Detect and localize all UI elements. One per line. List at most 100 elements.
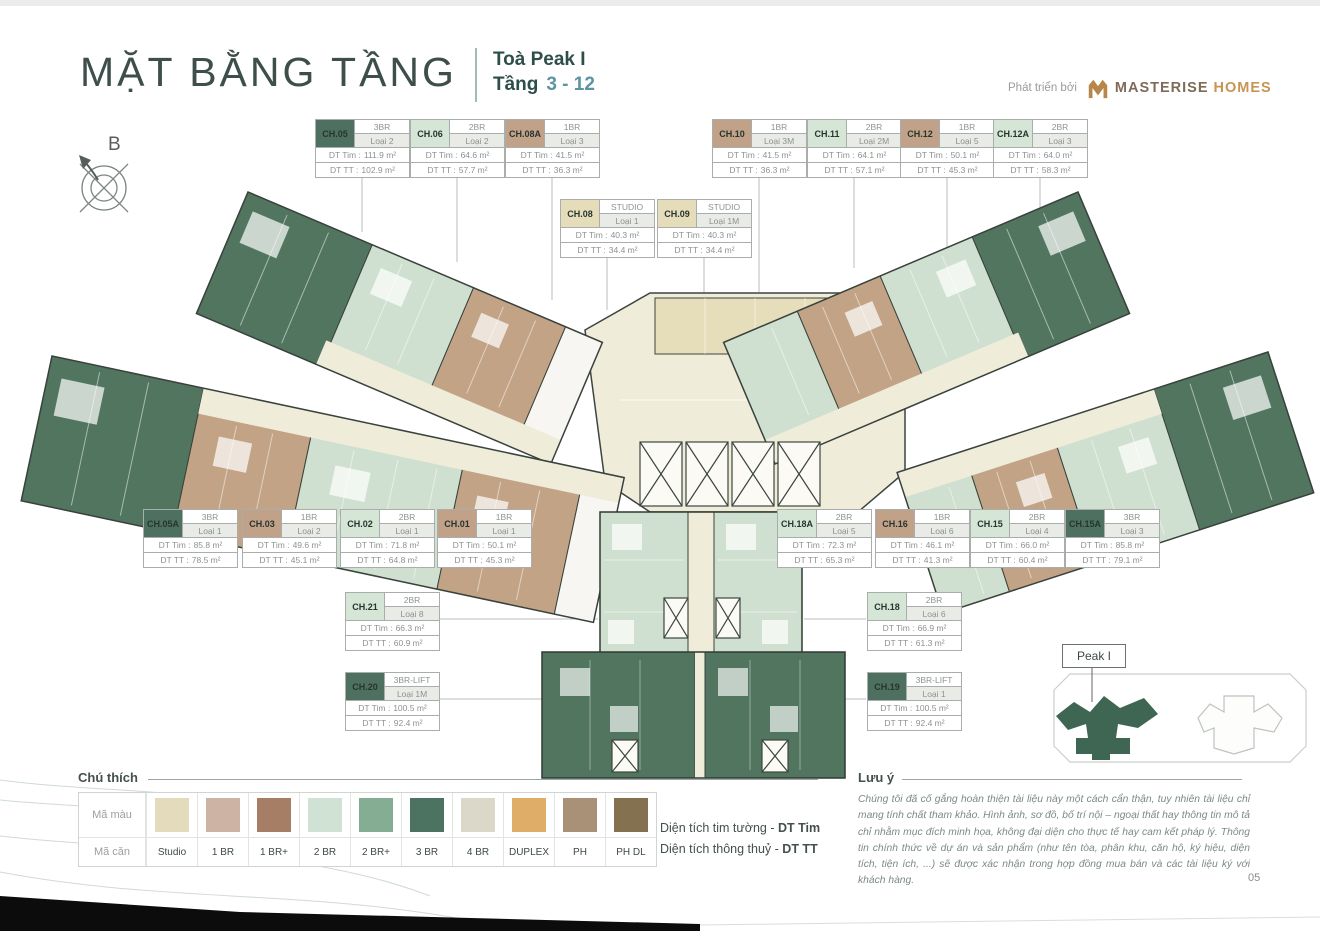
dt-tim-value: 50.1 m² bbox=[950, 150, 980, 160]
unit-code: CH.01 bbox=[438, 510, 478, 537]
unit-code: CH.12A bbox=[994, 120, 1034, 147]
dt-tt-label: DT TT : bbox=[454, 555, 483, 565]
unit-variant: Loại 1M bbox=[697, 214, 751, 227]
dt-tim-label: DT Tim : bbox=[985, 540, 1018, 550]
legend-item-label: 4 BR bbox=[453, 837, 503, 866]
legend-color-swatch bbox=[308, 798, 342, 832]
legend-item: PH DL bbox=[605, 793, 656, 866]
dt-tim-value: 72.3 m² bbox=[827, 540, 857, 550]
unit-type: 2BR bbox=[385, 593, 439, 607]
unit-variant: Loại 2 bbox=[450, 134, 504, 147]
dt-tim-value: 111.9 m² bbox=[363, 150, 397, 160]
unit-card: CH.09 STUDIO Loại 1M DT Tim : 40.3 m² DT… bbox=[657, 199, 752, 258]
legend-row1-label: Mã màu bbox=[92, 809, 132, 821]
legend-color-swatch bbox=[563, 798, 597, 832]
unit-type: 1BR bbox=[940, 120, 994, 134]
dt-tt-value: 64.8 m² bbox=[388, 555, 418, 565]
unit-card: CH.16 1BR Loại 6 DT Tim : 46.1 m² DT TT … bbox=[875, 509, 970, 568]
unit-variant: Loại 1 bbox=[907, 687, 961, 700]
unit-variant: Loại 6 bbox=[907, 607, 961, 620]
page-number: 05 bbox=[1248, 872, 1261, 884]
dt-tim-value: 49.6 m² bbox=[292, 540, 322, 550]
legend-item-label: 1 BR bbox=[198, 837, 248, 866]
unit-code: CH.06 bbox=[411, 120, 451, 147]
dt-tt-value: 36.3 m² bbox=[553, 165, 583, 175]
unit-type: 2BR bbox=[450, 120, 504, 134]
compass-icon: B bbox=[79, 134, 129, 213]
legend-color-swatch bbox=[257, 798, 291, 832]
dt-tt-label: DT TT : bbox=[1082, 555, 1111, 565]
unit-card: CH.19 3BR-LIFT Loại 1 DT Tim : 100.5 m² … bbox=[867, 672, 962, 731]
unit-type: STUDIO bbox=[697, 200, 751, 214]
brand-name: MASTERISE bbox=[1114, 80, 1209, 96]
dt-tt-value: 79.1 m² bbox=[1113, 555, 1143, 565]
dt-tt-value: 102.9 m² bbox=[361, 165, 395, 175]
unit-variant: Loại 1 bbox=[477, 524, 531, 537]
brand-logo: MASTERISE HOMES bbox=[1086, 76, 1272, 100]
dt-tt-label: DT TT : bbox=[577, 245, 606, 255]
dt-tim-value: 66.3 m² bbox=[395, 623, 425, 633]
unit-type: 1BR bbox=[545, 120, 599, 134]
unit-card: CH.05A 3BR Loại 1 DT Tim : 85.8 m² DT TT… bbox=[143, 509, 238, 568]
unit-variant: Loại 1M bbox=[385, 687, 439, 700]
unit-variant: Loại 5 bbox=[817, 524, 871, 537]
dt-tt-label: DT TT : bbox=[824, 165, 853, 175]
dt-tim-label: DT Tim : bbox=[360, 623, 393, 633]
unit-variant: Loại 3 bbox=[1105, 524, 1159, 537]
dt-tt-label: DT TT : bbox=[160, 555, 189, 565]
unit-code: CH.09 bbox=[658, 200, 698, 227]
legend-color-swatch bbox=[359, 798, 393, 832]
wing-upper-left bbox=[195, 191, 604, 465]
dt-tt-value: 36.3 m² bbox=[760, 165, 790, 175]
unit-code: CH.20 bbox=[346, 673, 386, 700]
dt-tim-value: 64.0 m² bbox=[1043, 150, 1073, 160]
unit-variant: Loại 8 bbox=[385, 607, 439, 620]
dt-tt-label: DT TT : bbox=[1010, 165, 1039, 175]
notes-body: Chúng tôi đã cố gắng hoàn thiện tài liệu… bbox=[858, 794, 1250, 887]
legend-item-label: PH DL bbox=[606, 837, 656, 866]
unit-type: 3BR bbox=[183, 510, 237, 524]
unit-type: 3BR bbox=[1105, 510, 1159, 524]
unit-code: CH.12 bbox=[901, 120, 941, 147]
unit-code: CH.02 bbox=[341, 510, 381, 537]
dt-tim-label: DT Tim : bbox=[672, 230, 705, 240]
keyplan-peak1-footprint bbox=[1056, 696, 1158, 760]
dt-tim-value: 50.1 m² bbox=[487, 540, 517, 550]
developer-block: Phát triển bởi MASTERISE HOMES bbox=[1008, 76, 1272, 100]
legend-item-label: 1 BR+ bbox=[249, 837, 299, 866]
dt-tim-value: 85.8 m² bbox=[193, 540, 223, 550]
photo-edge-shadow bbox=[0, 896, 700, 931]
legend-item: DUPLEX bbox=[503, 793, 554, 866]
unit-type: 2BR bbox=[817, 510, 871, 524]
dt-tim-value: 40.3 m² bbox=[610, 230, 640, 240]
dt-tim-label: DT Tim : bbox=[792, 540, 825, 550]
legend-table: Mã màu Mã căn Studio 1 BR 1 BR+ 2 BR bbox=[78, 792, 657, 867]
dt-tim-label: DT Tim : bbox=[158, 540, 191, 550]
legend-row2-label: Mã căn bbox=[79, 837, 145, 866]
dt-tim-label: DT Tim : bbox=[425, 150, 458, 160]
dt-tt-label: DT TT : bbox=[330, 165, 359, 175]
keyplan-other-tower-outline bbox=[1197, 695, 1283, 755]
legend-item: 2 BR bbox=[299, 793, 350, 866]
dt-tt-label: DT TT : bbox=[522, 165, 551, 175]
dt-tt-value: 34.4 m² bbox=[608, 245, 638, 255]
unit-card: CH.21 2BR Loại 8 DT Tim : 66.3 m² DT TT … bbox=[345, 592, 440, 651]
unit-variant: Loại 5 bbox=[940, 134, 994, 147]
dt-tim-label: DT Tim : bbox=[1008, 150, 1041, 160]
unit-type: 3BR-LIFT bbox=[907, 673, 961, 687]
unit-variant: Loại 1 bbox=[600, 214, 654, 227]
dt-tim-value: 64.1 m² bbox=[857, 150, 887, 160]
unit-code: CH.18A bbox=[778, 510, 818, 537]
keyplan: Peak I bbox=[1040, 640, 1310, 770]
unit-card: CH.11 2BR Loại 2M DT Tim : 64.1 m² DT TT… bbox=[807, 119, 902, 178]
unit-variant: Loại 3M bbox=[752, 134, 806, 147]
unit-variant: Loại 1 bbox=[183, 524, 237, 537]
dt-tt-value: 60.9 m² bbox=[393, 638, 423, 648]
unit-card: CH.15 2BR Loại 4 DT Tim : 66.0 m² DT TT … bbox=[970, 509, 1065, 568]
unit-card: CH.18 2BR Loại 6 DT Tim : 66.9 m² DT TT … bbox=[867, 592, 962, 651]
unit-type: 3BR bbox=[355, 120, 409, 134]
dt-tim-label: DT Tim : bbox=[520, 150, 553, 160]
